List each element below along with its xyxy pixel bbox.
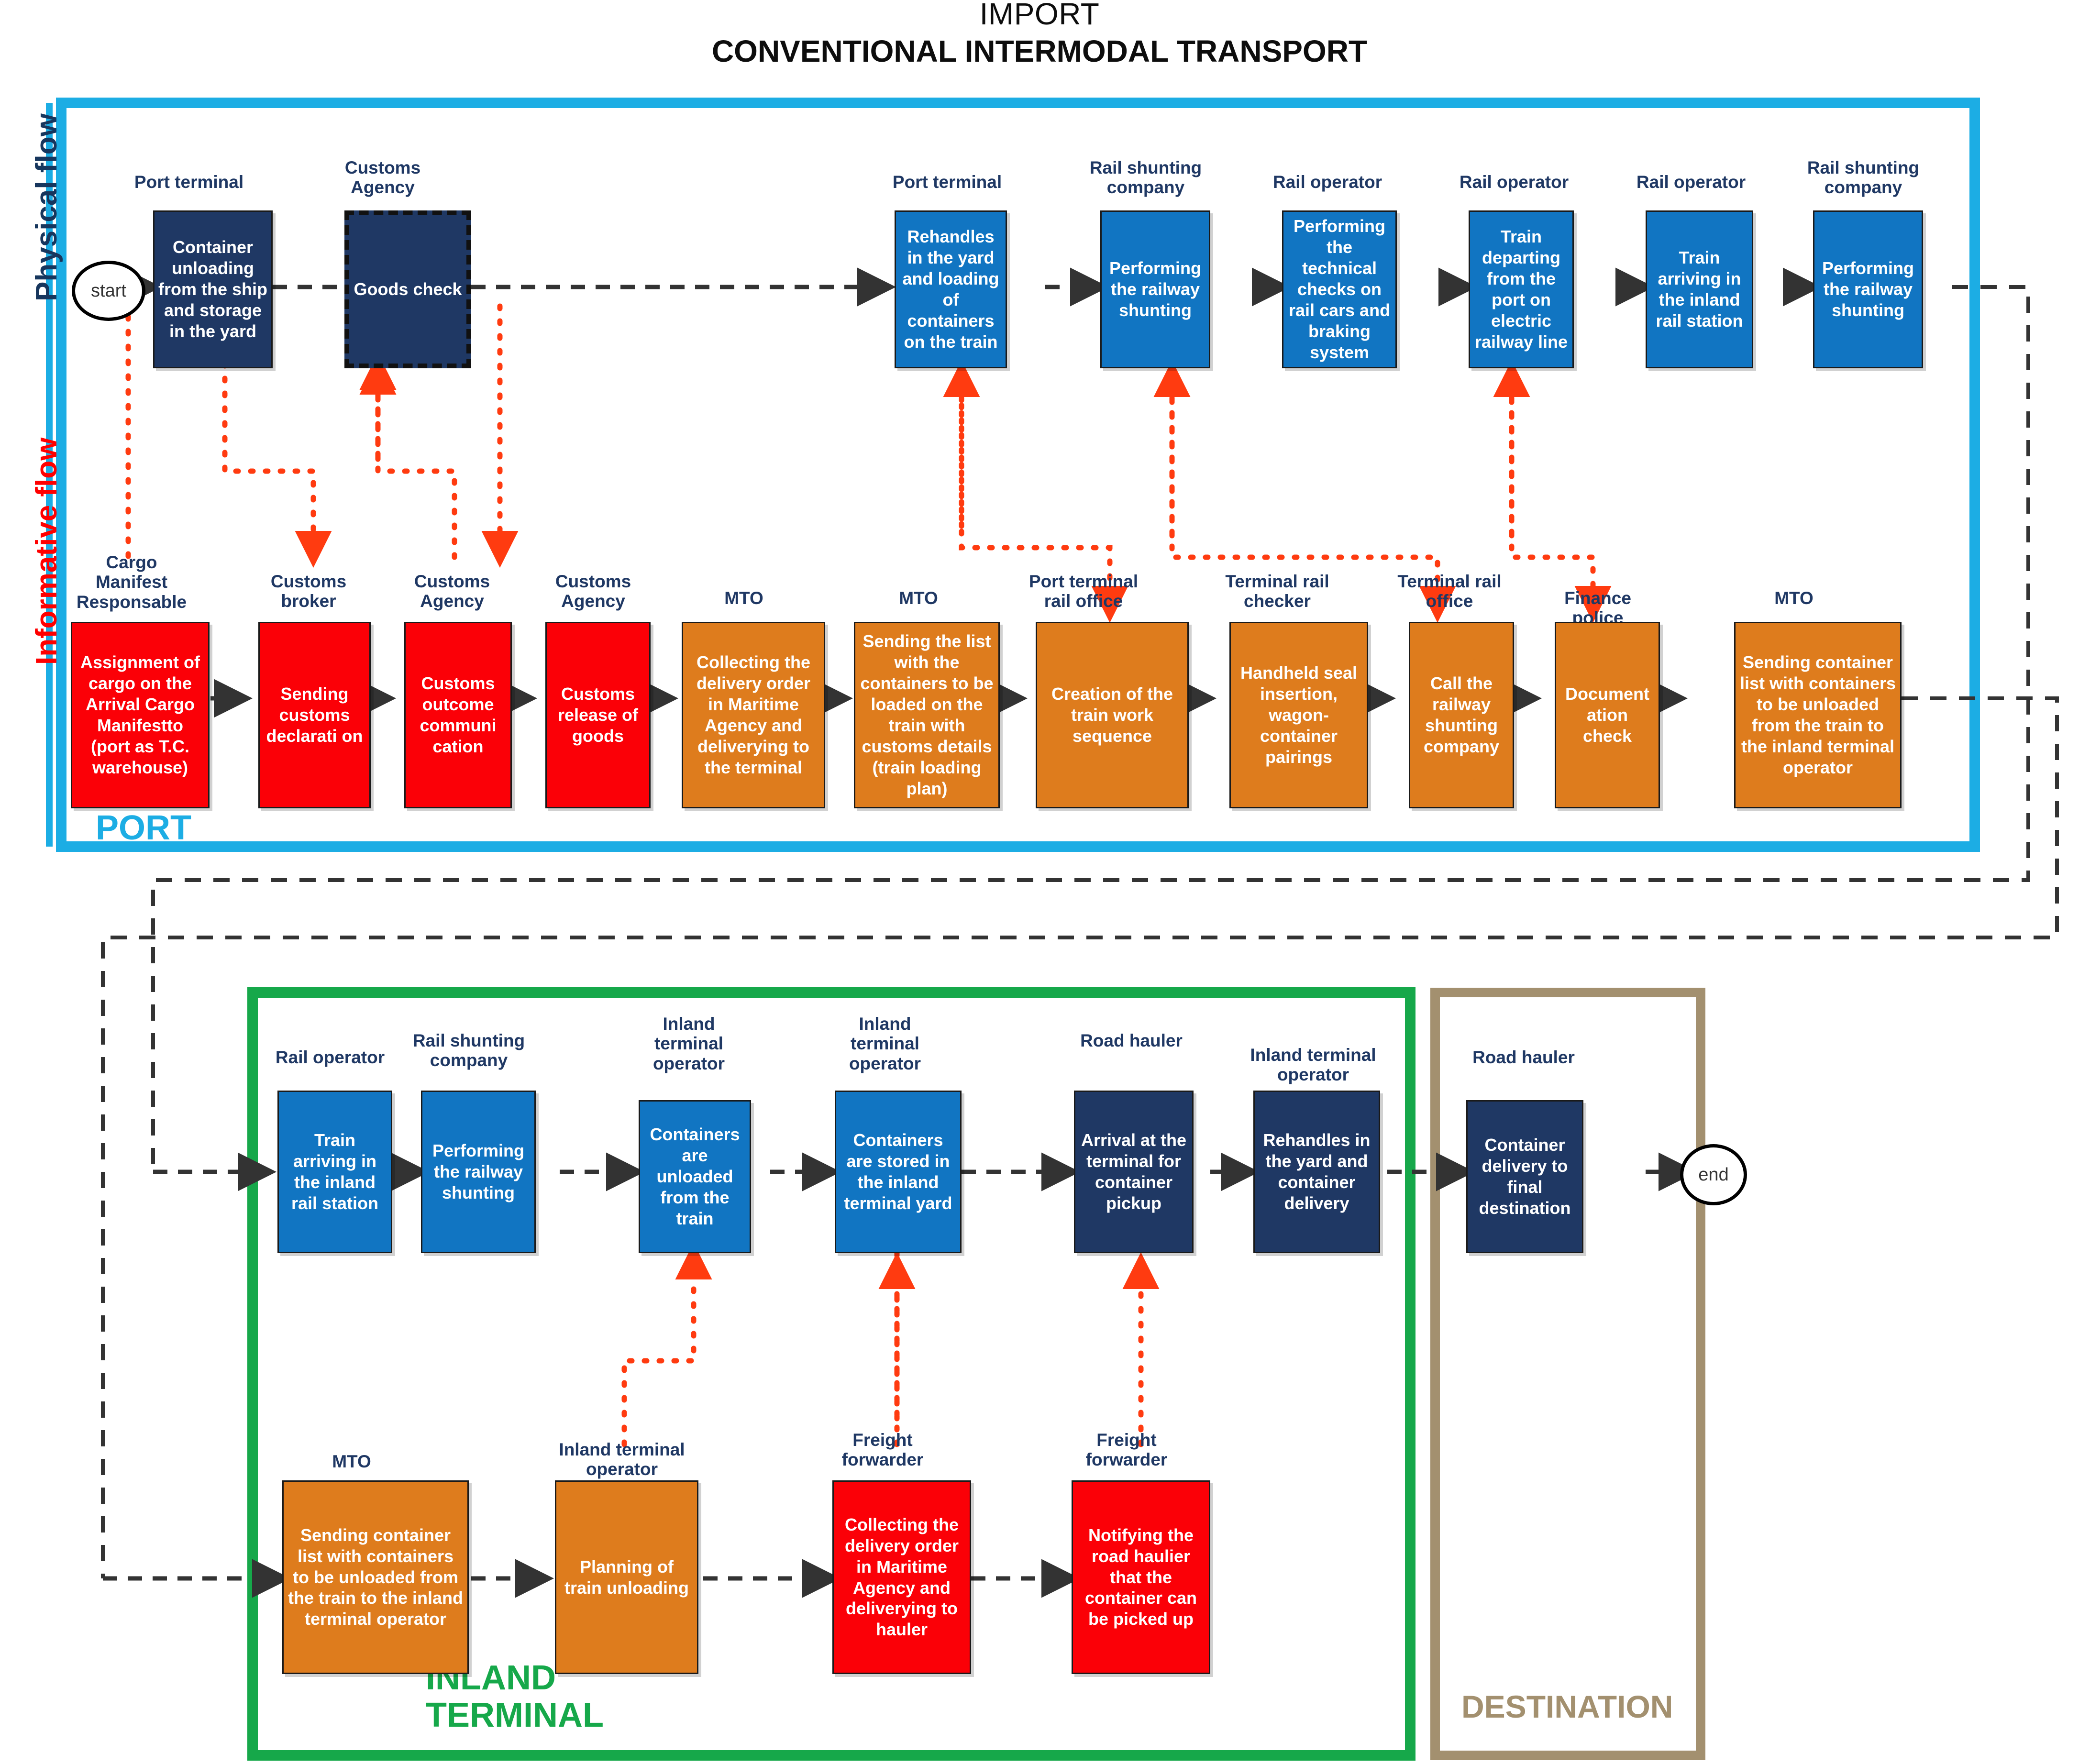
actor-label: Inland terminal operator [652, 1014, 725, 1073]
process-node[interactable]: Collecting the delivery order in Maritim… [682, 622, 825, 808]
actor-label: Freight forwarder [841, 1430, 924, 1470]
process-node[interactable]: Container delivery to final destination [1466, 1100, 1583, 1253]
process-node[interactable]: Train arriving in the inland rail statio… [277, 1091, 392, 1253]
link-p1-to-customs-broker [222, 361, 332, 568]
actor-label: Port terminal rail office [1028, 572, 1139, 611]
process-node[interactable]: Collecting the delivery order in Maritim… [832, 1480, 971, 1674]
actor-label: MTO [1774, 588, 1814, 608]
process-node[interactable]: Performing the railway shunting [1813, 210, 1923, 368]
actor-label: Rail operator [1636, 172, 1746, 192]
process-node[interactable]: Sending container list with containers t… [1734, 622, 1902, 808]
actor-label: Customs Agency [555, 572, 631, 611]
title-line-2: CONVENTIONAL INTERMODAL TRANSPORT [711, 34, 1368, 68]
zone-label-port: PORT [96, 809, 192, 847]
actor-label: MTO [724, 588, 763, 608]
actor-label: Port terminal [892, 172, 1002, 192]
zone-label-destination: DESTINATION [1461, 1689, 1673, 1724]
process-node[interactable]: Notifying the road haulier that the cont… [1072, 1480, 1210, 1674]
actor-label: Rail shunting company [1807, 158, 1920, 198]
actor-label: Customs broker [270, 572, 347, 611]
actor-label: Road hauler [1472, 1047, 1575, 1067]
zone-label-inland-line2: TERMINAL [426, 1696, 604, 1734]
process-node[interactable]: Container unloading from the ship and st… [153, 210, 273, 368]
link-finance-to-train-depart [1509, 365, 1612, 623]
title-line-1: IMPORT [979, 0, 1100, 31]
process-node[interactable]: Train departing from the port on electri… [1469, 210, 1574, 368]
process-node[interactable]: Goods check [344, 210, 471, 368]
side-label-informative-flow: Informative flow [30, 437, 63, 665]
process-node[interactable]: Containers are unloaded from the train [639, 1100, 751, 1253]
process-node[interactable]: Performing the railway shunting [1100, 210, 1210, 368]
link-planning-to-unload [621, 1243, 712, 1447]
actor-label: Rail operator [275, 1047, 385, 1067]
actor-label: Rail operator [1459, 172, 1569, 192]
actor-label: Road hauler [1080, 1031, 1183, 1050]
process-node[interactable]: Creation of the train work sequence [1036, 622, 1189, 808]
start-node[interactable]: start [72, 261, 145, 321]
process-node[interactable]: Rehandles in the yard and loading of con… [895, 210, 1007, 368]
process-node[interactable]: Train arriving in the inland rail statio… [1646, 210, 1753, 368]
process-node[interactable]: Performing the technical checks on rail … [1282, 210, 1397, 368]
actor-label: Cargo Manifest Responsable [76, 552, 187, 612]
actor-label: Terminal rail office [1397, 572, 1502, 611]
process-node[interactable]: Document ation check [1555, 622, 1660, 808]
actor-label: Inland terminal operator [559, 1440, 685, 1479]
end-node[interactable]: end [1680, 1144, 1747, 1205]
process-node[interactable]: Customs release of goods [545, 622, 651, 808]
process-node[interactable]: Performing the railway shunting [421, 1091, 536, 1253]
actor-label: Inland terminal operator [1250, 1045, 1376, 1085]
process-node[interactable]: Sending customs declarati on [258, 622, 371, 808]
actor-label: Rail shunting company [1089, 158, 1202, 198]
actor-label: Port terminal [134, 172, 244, 192]
process-node[interactable]: Sending container list with containers t… [282, 1480, 469, 1674]
process-node[interactable]: Sending the list with the containers to … [854, 622, 1000, 808]
actor-label: Rail shunting company [412, 1031, 525, 1070]
actor-label: Inland terminal operator [849, 1014, 921, 1073]
actor-label: Customs Agency [344, 158, 421, 198]
actor-label: Finance police [1564, 588, 1631, 628]
process-node[interactable]: Containers are stored in the inland term… [835, 1091, 962, 1253]
link-customs-agency-to-goods-check [359, 353, 457, 560]
process-node[interactable]: Customs outcome communi cation [404, 622, 512, 808]
actor-label: Rail operator [1272, 172, 1382, 192]
side-label-physical-flow: Physical flow [30, 113, 63, 301]
process-node[interactable]: Rehandles in the yard and container deli… [1253, 1091, 1380, 1253]
process-node[interactable]: Assignment of cargo on the Arrival Cargo… [71, 622, 210, 808]
process-node[interactable]: Call the railway shunting company [1409, 622, 1514, 808]
process-node[interactable]: Arrival at the terminal for container pi… [1074, 1091, 1194, 1253]
actor-label: Freight forwarder [1085, 1430, 1168, 1470]
process-node[interactable]: Handheld seal insertion, wagon-container… [1229, 622, 1368, 808]
actor-label: Customs Agency [414, 572, 490, 611]
process-node[interactable]: Planning of train unloading [555, 1480, 698, 1674]
actor-label: Terminal rail checker [1225, 572, 1329, 611]
actor-label: MTO [332, 1452, 371, 1471]
actor-label: MTO [899, 588, 938, 608]
